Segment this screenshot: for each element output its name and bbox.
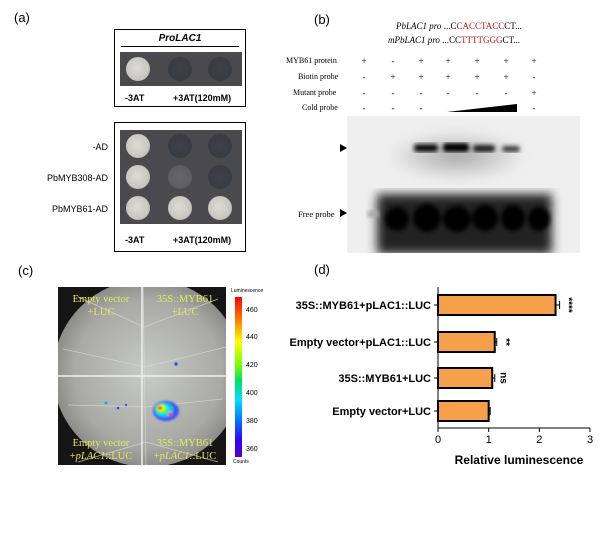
x-tick-label: 0 — [435, 434, 441, 446]
category-label: Empty vector+LUC — [332, 406, 431, 418]
colorbar-tick: 360 — [246, 446, 258, 453]
yeast-plate-row — [120, 52, 242, 86]
emsa-lane-sign: - — [419, 88, 423, 98]
yeast-colony — [168, 134, 192, 158]
emsa-lane-sign: - — [391, 88, 395, 98]
significance-label: ** — [500, 338, 511, 346]
emsa-row-label: Cold probe — [302, 103, 338, 112]
category-label: 35S::MYB61+pLAC1::LUC — [296, 300, 431, 312]
emsa-lane-sign: - — [362, 88, 366, 98]
yeast-effector-box: -3AT +3AT(120mM) — [114, 122, 246, 252]
quadrant-label-bottom-right: 35S::MYB61+pLAC1::LUC — [153, 438, 217, 462]
emsa-row-label: Mutant probe — [293, 88, 337, 97]
shifted-band-arrow — [340, 144, 347, 152]
emsa-lane-sign: + — [531, 56, 537, 66]
yeast-colony — [168, 165, 192, 189]
significance-label: ns — [498, 372, 509, 384]
bar — [437, 331, 496, 353]
panel-a-letter: (a) — [14, 10, 30, 25]
panel-c-letter: (c) — [18, 263, 34, 278]
shifted-band-set — [414, 143, 520, 152]
colorbar-tick: 440 — [246, 334, 258, 341]
x-tick-label: 3 — [587, 434, 593, 446]
emsa-lane-sign: - — [362, 72, 366, 82]
emsa-lane-sign: - — [391, 103, 395, 113]
emsa-lane-sign: + — [390, 72, 396, 82]
panel-b-letter: (b) — [314, 12, 330, 27]
emsa-lane-sign: + — [361, 56, 367, 66]
emsa-lane-sign: - — [391, 56, 395, 66]
x-tick-label: 2 — [536, 434, 542, 446]
yeast-colony — [208, 57, 232, 81]
condition-label: -3AT — [125, 93, 145, 103]
emsa-lane-sign: - — [532, 72, 536, 82]
colorbar-tick: 380 — [246, 418, 258, 425]
emsa-lane-sign: + — [531, 88, 537, 98]
significance-label: **** — [563, 297, 574, 313]
emsa-lane-sign: + — [474, 72, 480, 82]
yeast-row-label: -AD — [92, 142, 109, 152]
title-rule — [121, 46, 239, 47]
luminescence-signal — [153, 401, 179, 421]
emsa-lane-sign: + — [503, 56, 509, 66]
yeast-colony — [208, 165, 232, 189]
emsa-row-label: MYB61 protein — [286, 56, 337, 65]
wt-probe-sequence: PbLAC1 pro ...CCACCTACCCT... — [396, 21, 522, 31]
quadrant-label-bottom-left: Empty vector+pLAC1::LUC — [69, 438, 133, 462]
yeast-colony — [126, 165, 150, 189]
yeast-colony — [208, 196, 232, 220]
quadrant-label-top-right: 35S::MYB61+LUC — [156, 294, 214, 318]
x-tick-label: 1 — [486, 434, 492, 446]
mutant-probe-sequence: mPbLAC1 pro ...CCTTTTGGGCT... — [388, 35, 521, 45]
yeast-colony — [126, 196, 150, 220]
quadrant-label-top-left: Empty vector+LUC — [72, 294, 130, 318]
x-axis-title: Relative luminescence — [455, 453, 584, 467]
emsa-lane-sign: - — [504, 88, 508, 98]
cold-probe-gradient-wedge — [447, 104, 517, 112]
category-label: 35S::MYB61+LUC — [338, 373, 431, 385]
free-probe-label: Free probe — [298, 209, 335, 219]
bar — [437, 400, 490, 422]
condition-label: -3AT — [125, 235, 145, 245]
condition-label: +3AT(120mM) — [173, 235, 232, 245]
emsa-row-label: Biotin probe — [298, 72, 339, 81]
emsa-lane-sign: + — [418, 56, 424, 66]
emsa-lane-sign: + — [474, 56, 480, 66]
panel-d-letter: (d) — [314, 262, 330, 277]
emsa-lane-sign: - — [532, 103, 536, 113]
emsa-lane-sign: + — [445, 56, 451, 66]
emsa-lane-sign: - — [419, 103, 423, 113]
yeast-colony — [208, 134, 232, 158]
condition-label: +3AT(120mM) — [173, 93, 232, 103]
category-label: Empty vector+pLAC1::LUC — [290, 337, 432, 349]
emsa-gel-image — [347, 116, 580, 253]
colorbar-tick: 400 — [246, 390, 258, 397]
bar — [437, 294, 557, 316]
yeast-colony — [126, 57, 150, 81]
promoter-title: ProLAC1 — [158, 33, 202, 44]
colorbar-tick: 420 — [246, 362, 258, 369]
free-probe-arrow — [340, 209, 347, 217]
yeast-colony — [168, 57, 192, 81]
luciferase-leaf-image: Empty vector+LUC 35S::MYB61+LUC Empty ve… — [58, 287, 226, 465]
emsa-lane-sign: + — [503, 72, 509, 82]
yeast-promoter-box: ProLAC1 -3AT +3AT(120mM) — [114, 29, 246, 107]
emsa-lane-sign: + — [418, 72, 424, 82]
luminescence-colorbar — [235, 297, 242, 457]
colorbar-unit: Counts — [233, 459, 249, 465]
colorbar-tick: 460 — [246, 307, 258, 314]
emsa-lane-sign: - — [475, 88, 479, 98]
yeast-row-label: PbMYB61-AD — [51, 204, 108, 214]
emsa-lane-sign: + — [445, 72, 451, 82]
yeast-colony — [126, 134, 150, 158]
emsa-lane-sign: - — [362, 103, 366, 113]
yeast-plate-grid — [120, 130, 242, 224]
free-probe-band-set — [385, 204, 550, 232]
bar — [437, 367, 494, 389]
colorbar-title: Luminescence — [231, 288, 264, 294]
yeast-row-label: PbMYB308-AD — [46, 173, 108, 183]
yeast-colony — [168, 196, 192, 220]
emsa-lane-sign: - — [446, 88, 450, 98]
